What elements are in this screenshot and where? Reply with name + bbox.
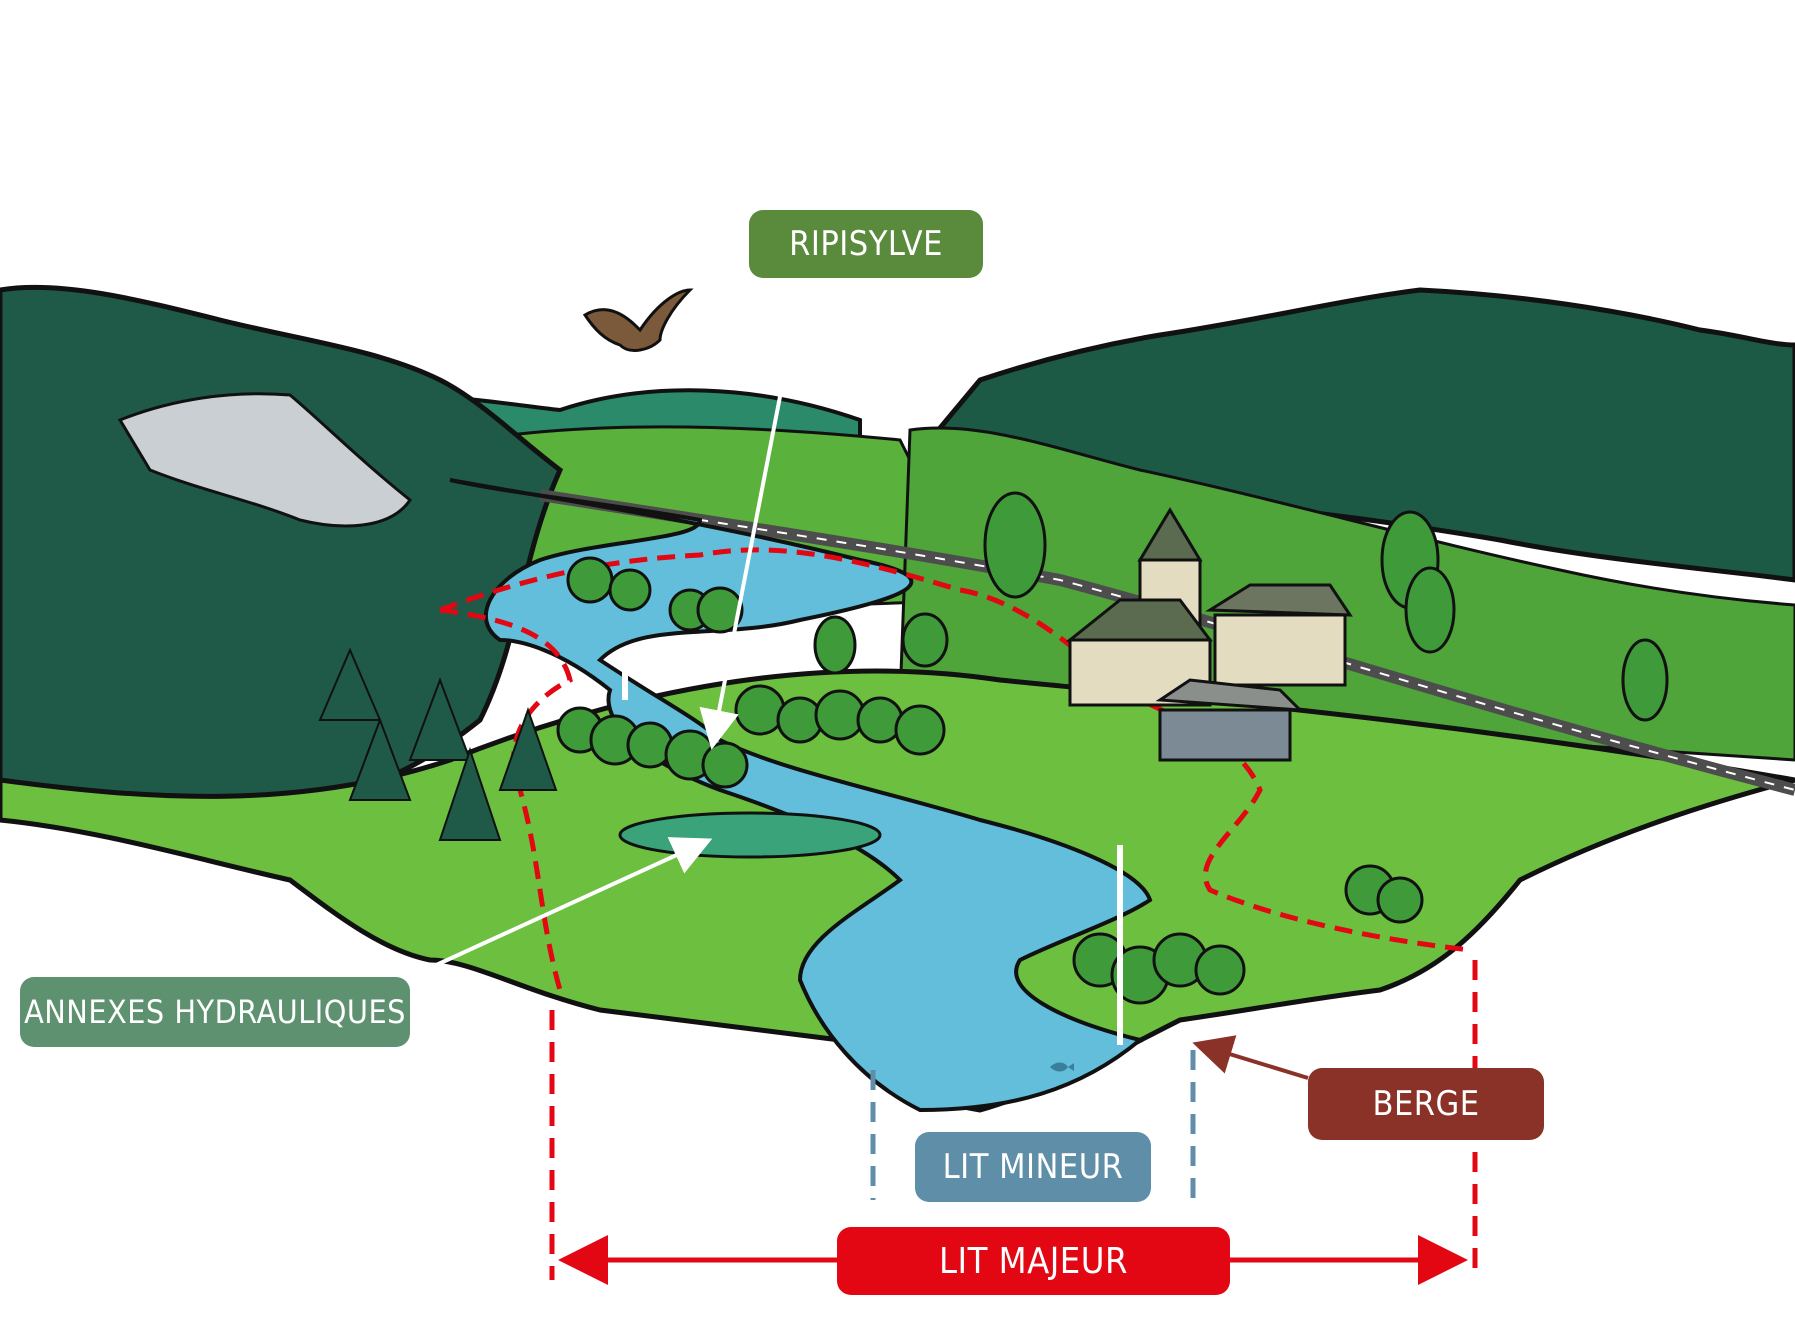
fish-icon	[1050, 1062, 1074, 1072]
lit-majeur-label: LIT MAJEUR	[837, 1227, 1230, 1295]
conifers	[318, 647, 558, 841]
pond	[618, 811, 882, 859]
berge-pointer	[1192, 1035, 1309, 1080]
house-icon	[1065, 507, 1353, 762]
riparian-trees	[556, 556, 1424, 1005]
lit-mineur-label: LIT MINEUR	[915, 1132, 1151, 1202]
ripisylve-label: RIPISYLVE	[749, 210, 983, 278]
tree-icon	[813, 491, 1669, 722]
left-forest-mountain	[0, 284, 564, 803]
cliff	[117, 392, 413, 528]
berge-label: BERGE	[1308, 1068, 1544, 1140]
ripisylve-pointer	[699, 277, 805, 750]
annexes-hydrauliques-label: ANNEXES HYDRAULIQUES	[20, 977, 410, 1047]
annexes-pointer	[409, 837, 713, 979]
bird-of-prey-icon	[582, 288, 694, 352]
